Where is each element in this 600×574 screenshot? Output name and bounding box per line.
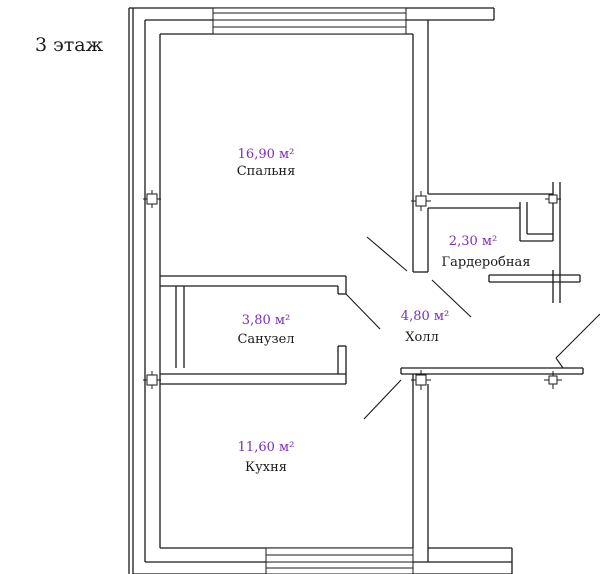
- top-window: [212, 7, 407, 35]
- room-wardrobe: 2,30 м² Гардеробная: [442, 234, 531, 270]
- room-name: Кухня: [245, 460, 287, 475]
- door-swings: [345, 236, 600, 420]
- room-bedroom: 16,90 м² Спальня: [237, 147, 296, 179]
- column: [544, 371, 562, 389]
- room-name: Спальня: [237, 164, 296, 179]
- room-name: Холл: [405, 330, 439, 345]
- column: [411, 370, 431, 390]
- bathroom-bottom-wall: [160, 345, 347, 385]
- bottom-window: [265, 547, 414, 574]
- room-kitchen: 11,60 м² Кухня: [238, 440, 295, 475]
- column: [545, 191, 561, 207]
- room-area: 11,60 м²: [238, 440, 295, 455]
- column: [143, 371, 161, 389]
- bathroom-inner-wall: [175, 286, 185, 368]
- columns: [143, 190, 562, 390]
- room-name: Санузел: [237, 332, 294, 347]
- wardrobe-walls: [428, 182, 581, 303]
- bathroom-top-wall: [160, 275, 347, 295]
- bedroom-right-wall: [412, 20, 429, 273]
- room-hall: 4,80 м² Холл: [401, 309, 449, 345]
- floor-label: 3 этаж: [35, 34, 104, 56]
- column: [143, 190, 161, 208]
- column: [411, 191, 431, 211]
- room-area: 3,80 м²: [242, 313, 290, 328]
- hall-right-wall: [400, 367, 584, 562]
- room-bathroom: 3,80 м² Санузел: [237, 313, 294, 347]
- room-area: 4,80 м²: [401, 309, 449, 324]
- room-area: 16,90 м²: [238, 147, 295, 162]
- room-area: 2,30 м²: [449, 234, 497, 249]
- outer-left-wall: [128, 8, 161, 574]
- room-name: Гардеробная: [442, 255, 531, 270]
